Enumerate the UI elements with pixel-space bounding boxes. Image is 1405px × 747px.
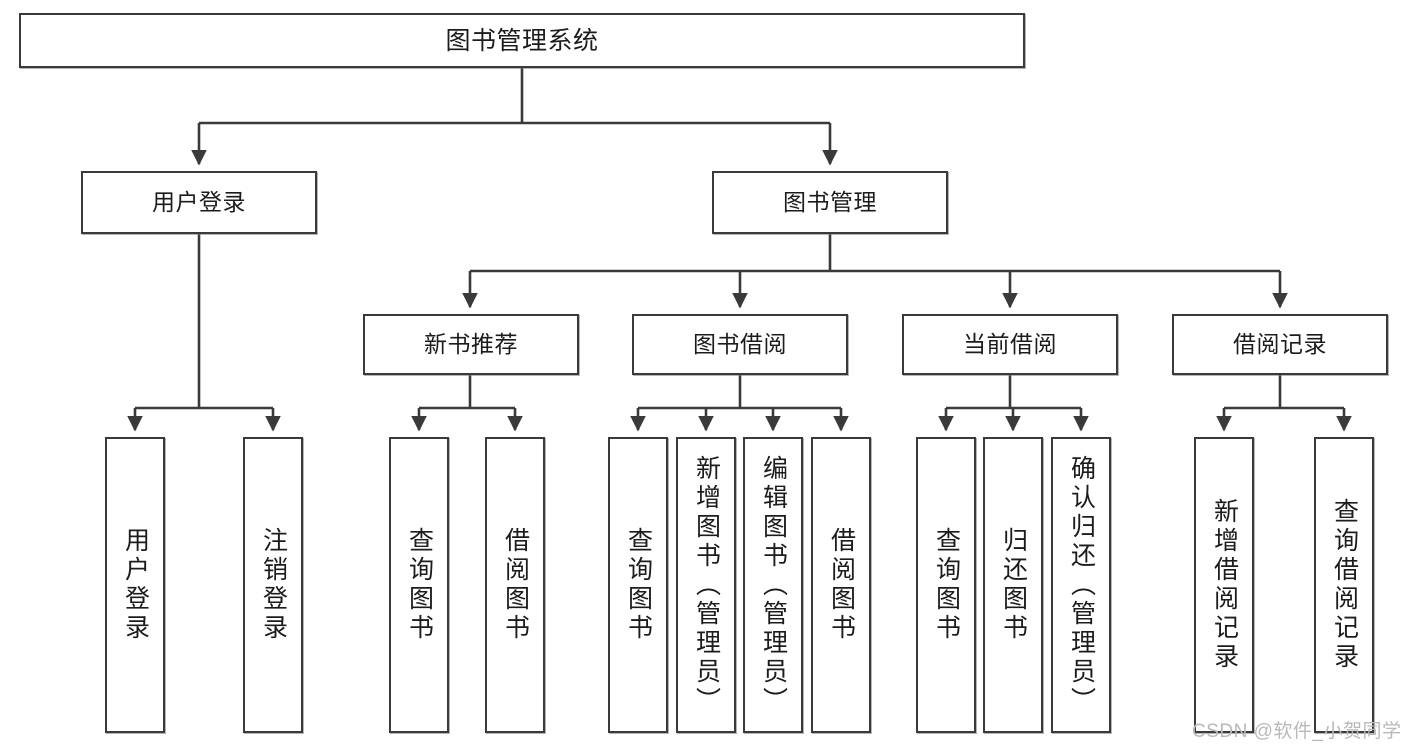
leaf-query-book-1-label: 查询图书 xyxy=(405,527,434,643)
leaf-query-book-2[interactable]: 查询图书 xyxy=(608,437,668,733)
leaf-logout-login-label: 注销登录 xyxy=(259,527,288,643)
node-book-borrow[interactable]: 图书借阅 xyxy=(632,314,848,375)
leaf-query-book-1[interactable]: 查询图书 xyxy=(389,437,449,733)
leaf-query-book-3-label: 查询图书 xyxy=(932,527,961,643)
node-book-manage-label: 图书管理 xyxy=(783,188,877,215)
node-current-borrow[interactable]: 当前借阅 xyxy=(902,314,1118,375)
leaf-query-borrow-record[interactable]: 查询借阅记录 xyxy=(1314,437,1374,733)
node-new-book-recommend[interactable]: 新书推荐 xyxy=(363,314,579,375)
node-user-login[interactable]: 用户登录 xyxy=(81,171,317,234)
leaf-query-borrow-record-label: 查询借阅记录 xyxy=(1330,498,1359,672)
leaf-borrow-book-2-label: 借阅图书 xyxy=(827,527,856,643)
leaf-edit-book-admin-label: 编辑图书（管理员） xyxy=(759,454,788,716)
leaf-add-borrow-record[interactable]: 新增借阅记录 xyxy=(1194,437,1254,733)
leaf-query-book-3[interactable]: 查询图书 xyxy=(916,437,976,733)
node-borrow-record-label: 借阅记录 xyxy=(1233,330,1327,357)
leaf-user-login-label: 用户登录 xyxy=(121,527,150,643)
leaf-edit-book-admin[interactable]: 编辑图书（管理员） xyxy=(743,437,803,733)
leaf-confirm-return-admin-label: 确认归还（管理员） xyxy=(1067,454,1096,716)
leaf-add-book-admin[interactable]: 新增图书（管理员） xyxy=(676,437,736,733)
leaf-confirm-return-admin[interactable]: 确认归还（管理员） xyxy=(1051,437,1111,733)
leaf-borrow-book-1[interactable]: 借阅图书 xyxy=(485,437,545,733)
leaf-user-login[interactable]: 用户登录 xyxy=(105,437,165,733)
leaf-query-book-2-label: 查询图书 xyxy=(624,527,653,643)
leaf-borrow-book-1-label: 借阅图书 xyxy=(501,527,530,643)
leaf-add-book-admin-label: 新增图书（管理员） xyxy=(692,454,721,716)
leaf-logout-login[interactable]: 注销登录 xyxy=(243,437,303,733)
node-book-manage[interactable]: 图书管理 xyxy=(712,171,948,234)
node-book-borrow-label: 图书借阅 xyxy=(693,330,787,357)
node-borrow-record[interactable]: 借阅记录 xyxy=(1172,314,1388,375)
node-user-login-label: 用户登录 xyxy=(152,188,246,215)
leaf-return-book-label: 归还图书 xyxy=(999,527,1028,643)
csdn-watermark: CSDN @软件_小贺同学 xyxy=(1192,721,1402,742)
node-root-label: 图书管理系统 xyxy=(445,26,599,55)
leaf-borrow-book-2[interactable]: 借阅图书 xyxy=(811,437,871,733)
leaf-return-book[interactable]: 归还图书 xyxy=(983,437,1043,733)
node-current-borrow-label: 当前借阅 xyxy=(963,330,1057,357)
node-new-book-recommend-label: 新书推荐 xyxy=(424,330,518,357)
leaf-add-borrow-record-label: 新增借阅记录 xyxy=(1210,498,1239,672)
node-root[interactable]: 图书管理系统 xyxy=(19,13,1025,68)
